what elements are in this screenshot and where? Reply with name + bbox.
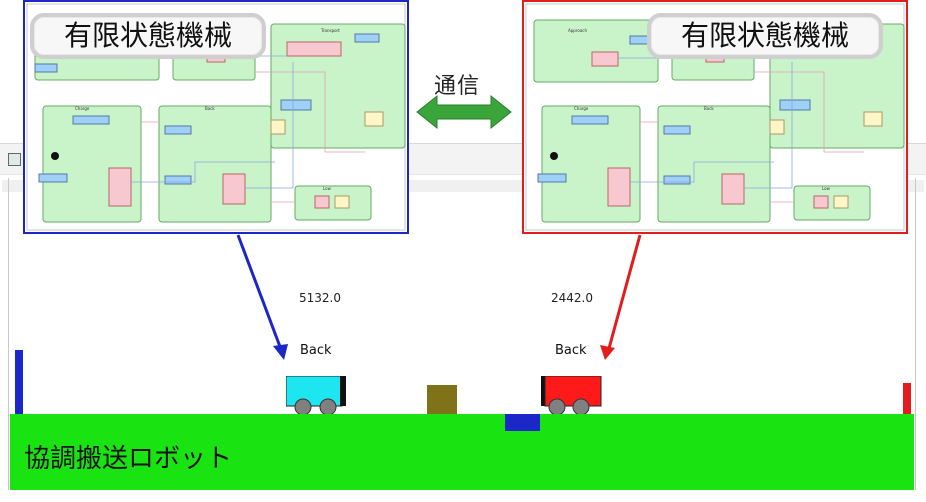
fsm-panel-right: Approach Charge Back Low 有限状態機械: [522, 0, 908, 234]
fsm-title-badge-right: 有限状態機械: [647, 13, 883, 59]
fsm-panel-left: Charge Back Transport Low 有限状態機械: [23, 0, 409, 234]
svg-text:Transport: Transport: [320, 28, 340, 33]
right-robot: [541, 376, 602, 416]
floor: [10, 414, 914, 490]
charging-pad: [505, 414, 540, 431]
right-pointer-arrow: [606, 234, 642, 353]
window-icon: [8, 153, 21, 166]
left-station-post: [15, 350, 23, 414]
right-station-post: [903, 383, 911, 414]
cargo-box: [427, 385, 457, 415]
left-pointer-arrow: [236, 234, 284, 353]
simulation-canvas: [8, 178, 916, 490]
svg-text:Back: Back: [205, 106, 215, 111]
svg-text:Charge: Charge: [574, 106, 589, 111]
scene-title: 協調搬送ロボット: [24, 444, 233, 474]
communication-label: 通信: [434, 74, 481, 99]
fsm-title-badge-left: 有限状態機械: [30, 13, 266, 59]
left-robot-speed: 5132.0: [299, 291, 341, 305]
left-robot: [286, 376, 346, 416]
svg-text:Back: Back: [704, 106, 714, 111]
svg-text:Low: Low: [323, 186, 332, 191]
bidirectional-arrow-icon: [416, 94, 512, 130]
svg-text:Approach: Approach: [568, 28, 587, 33]
svg-text:Charge: Charge: [75, 106, 90, 111]
right-robot-state: Back: [555, 343, 587, 358]
right-robot-speed: 2442.0: [551, 291, 593, 305]
left-robot-state: Back: [300, 343, 332, 358]
svg-text:Low: Low: [822, 186, 831, 191]
